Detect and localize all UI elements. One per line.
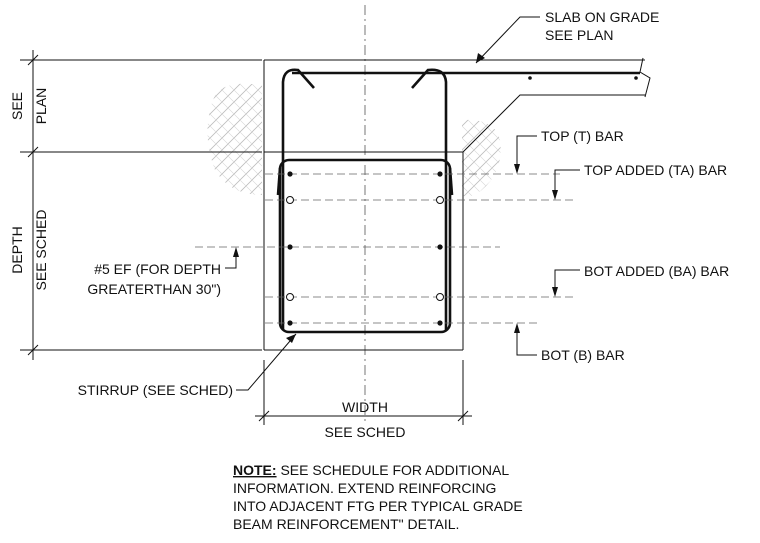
bot-added-bar-label: BOT ADDED (BA) BAR (584, 263, 729, 279)
note-line-3: INTO ADJACENT FTG PER TYPICAL GRADE (233, 498, 523, 514)
leaders (225, 16, 580, 391)
see-plan-label-2: PLAN (33, 88, 49, 125)
earth-hatch (207, 83, 501, 197)
note-heading: NOTE: (233, 462, 277, 478)
width-label: WIDTH (342, 399, 388, 415)
stirrup-label: STIRRUP (SEE SCHED) (78, 382, 233, 398)
ef-label-1: #5 EF (FOR DEPTH (94, 261, 221, 277)
ef-label-2: GREATERTHAN 30") (87, 281, 221, 297)
top-bar-label: TOP (T) BAR (541, 128, 624, 144)
width-dimension (255, 360, 472, 425)
depth-dimension (20, 50, 262, 360)
dowel-bars (281, 68, 448, 330)
note-line-1: NOTE: SEE SCHEDULE FOR ADDITIONAL (233, 462, 509, 478)
bar-reference-lines (195, 173, 575, 324)
bot-bar-label: BOT (B) BAR (541, 347, 625, 363)
width-sub-label: SEE SCHED (325, 424, 406, 440)
slab-label-1: SLAB ON GRADE (545, 9, 659, 25)
note-block: NOTE: SEE SCHEDULE FOR ADDITIONAL INFORM… (233, 462, 523, 532)
slab-bar-dot (634, 76, 638, 80)
note-line-2: INFORMATION. EXTEND REINFORCING (233, 480, 496, 496)
stirrup (276, 158, 454, 334)
slab-label-2: SEE PLAN (545, 27, 613, 43)
slab-bar-dot (528, 76, 532, 80)
note-text-1: SEE SCHEDULE FOR ADDITIONAL (277, 462, 510, 478)
beam-outline (263, 57, 651, 351)
rebar-dots (286, 171, 444, 326)
depth-label-2: SEE SCHED (33, 210, 49, 291)
top-added-bar-label: TOP ADDED (TA) BAR (584, 162, 727, 178)
note-line-4: BEAM REINFORCEMENT" DETAIL. (233, 516, 459, 532)
depth-label-1: DEPTH (9, 226, 25, 273)
see-plan-label-1: SEE (9, 92, 25, 120)
